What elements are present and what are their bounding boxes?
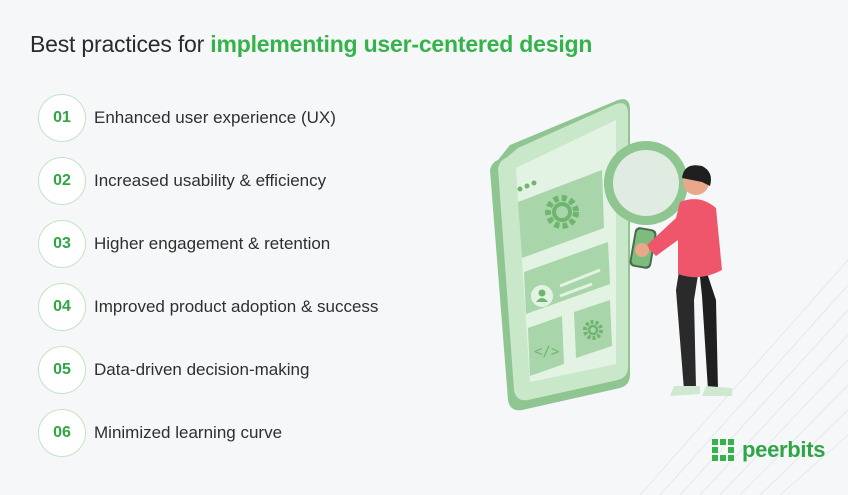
gear-icon [545,195,579,229]
peerbits-logo: peerbits [712,437,825,463]
logo-text: peerbits [742,437,826,462]
magnifier-icon [604,141,688,269]
number-badge: 03 [38,220,86,268]
phone-mockup: </> [490,99,630,411]
number-badge: 06 [38,409,86,457]
number-badge: 05 [38,346,86,394]
small-gear-icon [583,320,603,340]
list-item-label: Higher engagement & retention [94,234,331,253]
code-icon: </> [534,344,559,360]
person-figure [635,165,732,396]
list-item-label: Data-driven decision-making [94,360,310,379]
number-badge: 04 [38,283,86,331]
list-item-label: Enhanced user experience (UX) [94,108,336,127]
peerbits-logo-icon [712,439,734,461]
title-highlight: implementing user-centered design [210,31,593,57]
user-icon [531,285,553,307]
list-item-label: Increased usability & efficiency [94,171,327,190]
page-title: Best practices for implementing user-cen… [30,31,592,58]
list-item-label: Improved product adoption & success [94,297,379,316]
number-badge: 01 [38,94,86,142]
number-badge: 02 [38,157,86,205]
title-prefix: Best practices for [30,31,211,57]
ux-illustration: </> [490,99,732,411]
background-stripes [640,259,848,495]
list-item-label: Minimized learning curve [94,423,283,442]
